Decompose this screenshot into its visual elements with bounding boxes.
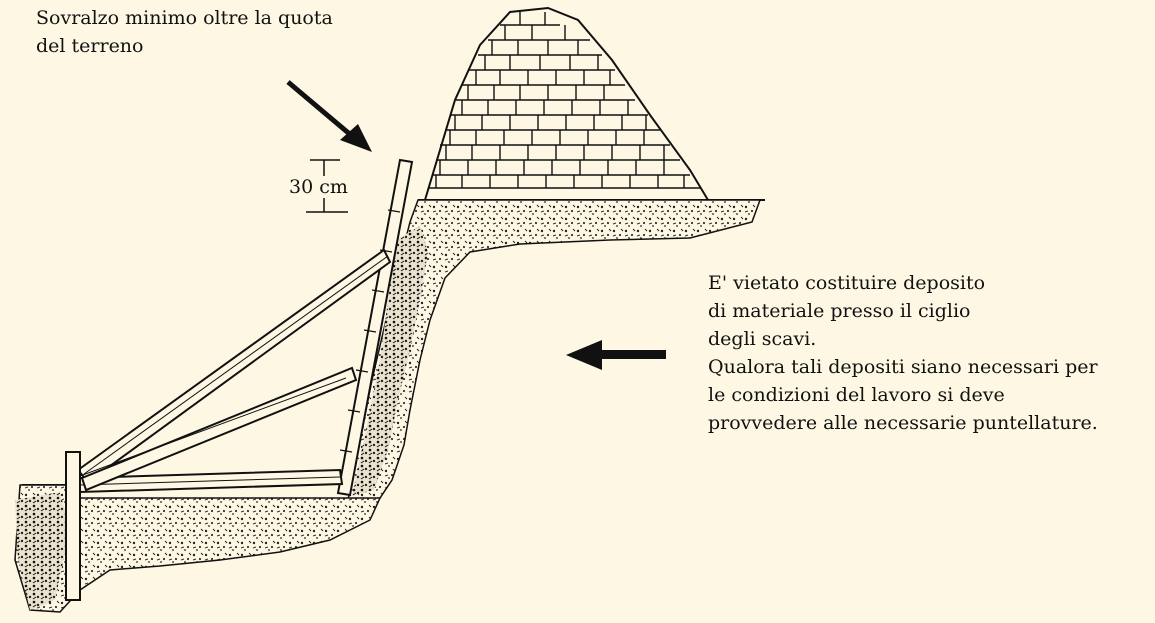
arrow-down-right-icon	[286, 80, 372, 152]
shoring-struts	[76, 248, 392, 492]
stone-pile	[423, 6, 710, 201]
soil-mass	[347, 199, 762, 501]
side-note-line-5: le condizioni del lavoro si deve	[708, 384, 1005, 406]
arrow-left-icon	[566, 340, 666, 370]
shoring-upright	[336, 158, 414, 497]
top-note: Sovralzo minimo oltre la quota del terre…	[36, 4, 333, 60]
side-note-line-3: degli scavi.	[708, 328, 817, 350]
anchor-stake	[65, 451, 81, 601]
trench-floor-soil	[14, 484, 382, 613]
side-note: E' vietato costituire deposito di materi…	[708, 269, 1098, 437]
side-note-line-4: Qualora tali depositi siano necessari pe…	[708, 356, 1098, 378]
top-note-line-1: Sovralzo minimo oltre la quota	[36, 7, 333, 29]
side-note-line-2: di materiale presso il ciglio	[708, 300, 971, 322]
side-note-line-1: E' vietato costituire deposito	[708, 272, 986, 294]
side-note-line-6: provvedere alle necessarie puntellature.	[708, 412, 1098, 434]
dimension-marker	[306, 159, 348, 213]
top-note-line-2: del terreno	[36, 35, 144, 57]
dimension-label: 30 cm	[289, 176, 348, 198]
